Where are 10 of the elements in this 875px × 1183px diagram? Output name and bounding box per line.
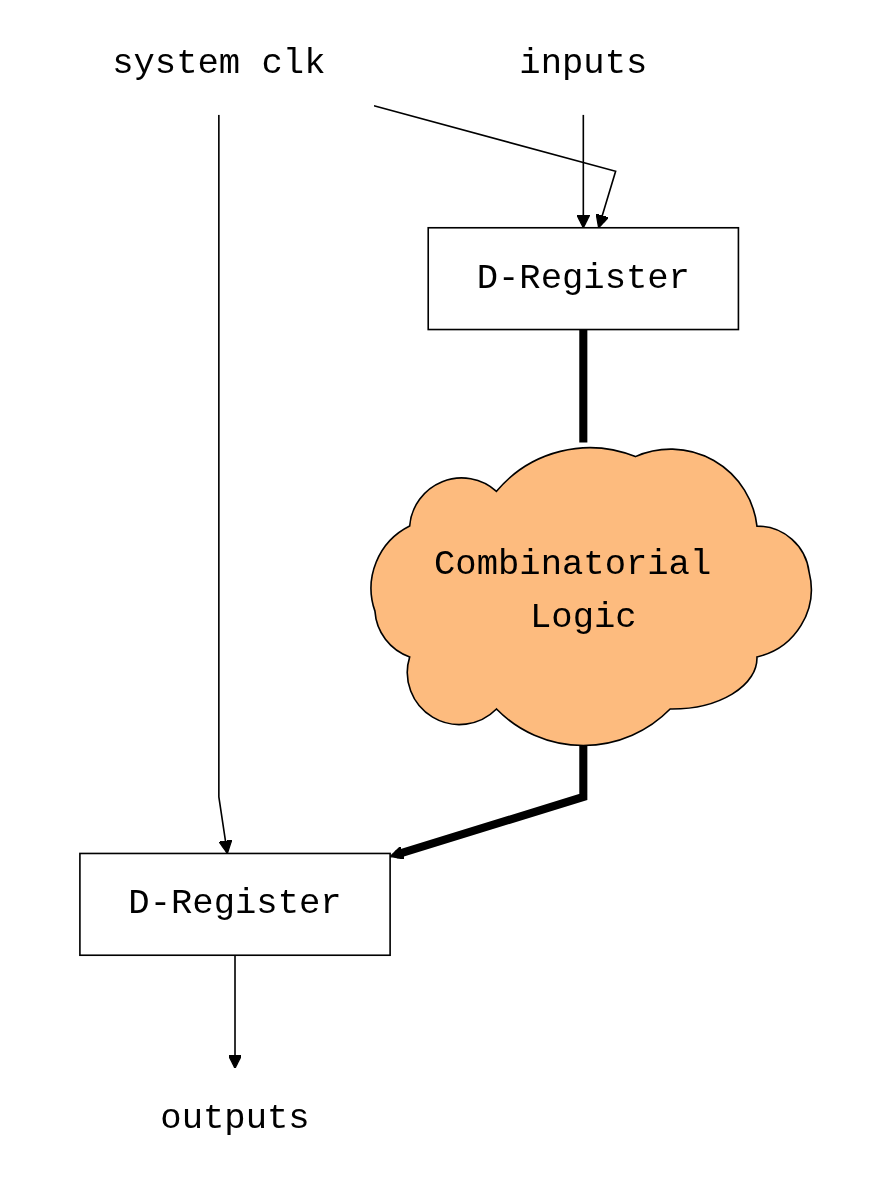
node-box: D-Register bbox=[427, 226, 740, 331]
node-text: inputs bbox=[519, 43, 648, 84]
arrow bbox=[373, 105, 617, 229]
arrow bbox=[218, 113, 233, 855]
connector bbox=[579, 329, 588, 443]
node-text: outputs bbox=[160, 1099, 310, 1140]
node-text: system clk bbox=[112, 43, 326, 84]
node-box: D-Register bbox=[79, 852, 391, 957]
arrow bbox=[227, 954, 243, 1069]
arrow bbox=[576, 113, 591, 229]
